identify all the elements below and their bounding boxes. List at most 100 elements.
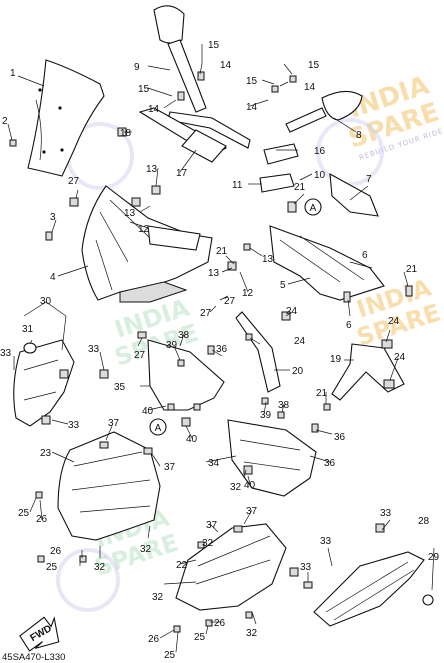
windshield <box>27 59 105 177</box>
callout-25c: 25 <box>164 650 176 661</box>
callout-33a: 33 <box>0 348 12 359</box>
callout-40c: 40 <box>244 480 256 491</box>
callout-11: 11 <box>232 180 243 191</box>
callout-37b: 37 <box>164 462 176 473</box>
mirror-right <box>285 90 363 133</box>
callout-26a: 26 <box>36 514 48 525</box>
callout-33d: 33 <box>320 536 332 547</box>
callout-1: 1 <box>10 68 16 79</box>
callout-12b: 12 <box>242 288 254 299</box>
bracket-20 <box>235 311 281 393</box>
callout-26c: 26 <box>148 634 160 645</box>
under-cowl <box>175 523 287 611</box>
callout-32c: 32 <box>152 592 164 603</box>
callout-22: 22 <box>176 560 188 571</box>
callout-15c: 15 <box>246 76 258 87</box>
callout-3: 3 <box>50 212 56 223</box>
callout-31: 31 <box>22 324 34 335</box>
fasteners <box>9 71 413 633</box>
callout-24b: 24 <box>388 316 400 327</box>
callout-33f: 33 <box>300 562 312 573</box>
ref-marker-text: A <box>155 423 162 434</box>
callout-16: 16 <box>314 146 326 157</box>
callout-18: 18 <box>120 128 132 139</box>
callout-33e: 33 <box>380 508 392 519</box>
callout-27c: 27 <box>134 350 146 361</box>
callout-21c: 21 <box>406 264 418 275</box>
callout-24a: 24 <box>286 306 298 317</box>
callout-27b: 27 <box>224 296 236 307</box>
callout-15d: 15 <box>308 60 320 71</box>
callout-37d: 37 <box>246 506 258 517</box>
callout-38b: 38 <box>278 400 290 411</box>
callout-23: 23 <box>40 448 52 459</box>
callout-2: 2 <box>2 116 8 127</box>
side-cowl-left <box>57 431 161 541</box>
fwd-indicator: FWD <box>19 616 60 652</box>
callout-13d: 13 <box>262 254 274 265</box>
callout-28: 28 <box>418 516 430 527</box>
ref-marker-a-2: A <box>149 418 167 436</box>
side-cover-left <box>13 339 75 427</box>
callout-25a: 25 <box>18 508 30 519</box>
callout-21b: 21 <box>216 246 228 257</box>
callout-35: 35 <box>114 382 126 393</box>
callout-14a: 14 <box>220 60 232 71</box>
callout-26b: 26 <box>50 546 62 557</box>
callout-32e: 32 <box>230 482 242 493</box>
callouts: 1 2 3 4 5 6 6 7 8 9 10 11 12 12 13 13 13… <box>0 40 440 661</box>
ref-marker-a: A <box>304 198 322 216</box>
leader-lines <box>7 44 435 653</box>
callout-15b: 15 <box>138 84 150 95</box>
callout-13b: 13 <box>124 208 136 219</box>
callout-32b: 32 <box>140 544 152 555</box>
callout-17: 17 <box>176 168 188 179</box>
callout-5: 5 <box>280 280 286 291</box>
callout-19: 19 <box>330 354 342 365</box>
callout-30: 30 <box>40 296 52 307</box>
inner-panel-34 <box>227 419 317 497</box>
callout-33b: 33 <box>88 344 100 355</box>
callout-37c: 37 <box>206 520 218 531</box>
diagram-code: 45SA470-L330 <box>2 652 65 663</box>
callout-32f: 32 <box>202 538 214 549</box>
callout-12a: 12 <box>138 224 150 235</box>
lower-trim <box>313 551 434 627</box>
inner-panel-35 <box>147 339 225 411</box>
callout-13c: 13 <box>208 268 220 279</box>
callout-39b: 39 <box>260 410 272 421</box>
callout-25d: 25 <box>194 632 206 643</box>
callout-34: 34 <box>208 458 220 469</box>
callout-8: 8 <box>356 130 362 141</box>
mirror-left <box>153 5 207 113</box>
callout-36b: 36 <box>324 458 336 469</box>
callout-26d: 26 <box>214 618 226 629</box>
callout-9: 9 <box>134 62 140 73</box>
callout-6a: 6 <box>362 250 368 261</box>
callout-14b: 14 <box>148 104 160 115</box>
callout-40a: 40 <box>142 406 154 417</box>
callout-36a: 36 <box>334 432 346 443</box>
callout-10: 10 <box>314 170 326 181</box>
callout-15a: 15 <box>208 40 220 51</box>
callout-21a: 21 <box>294 182 306 193</box>
callout-38a: 38 <box>178 330 190 341</box>
callout-24c: 24 <box>394 352 406 363</box>
callout-29: 29 <box>428 552 440 563</box>
callout-39a: 39 <box>166 340 178 351</box>
ref-marker-text: A <box>310 203 317 214</box>
callout-14d: 14 <box>304 82 316 93</box>
callout-4: 4 <box>50 272 56 283</box>
callout-13a: 13 <box>146 164 158 175</box>
callout-32a: 32 <box>94 562 106 573</box>
callout-32d: 32 <box>246 628 258 639</box>
callout-40b: 40 <box>186 434 198 445</box>
cowl-stay <box>269 173 385 301</box>
callout-21d: 21 <box>316 388 328 399</box>
callout-27d: 27 <box>200 308 212 319</box>
callout-25b: 25 <box>46 562 58 573</box>
mirror-bracket-assembly <box>117 107 299 193</box>
callout-37a: 37 <box>108 418 120 429</box>
callout-24d: 24 <box>294 336 306 347</box>
